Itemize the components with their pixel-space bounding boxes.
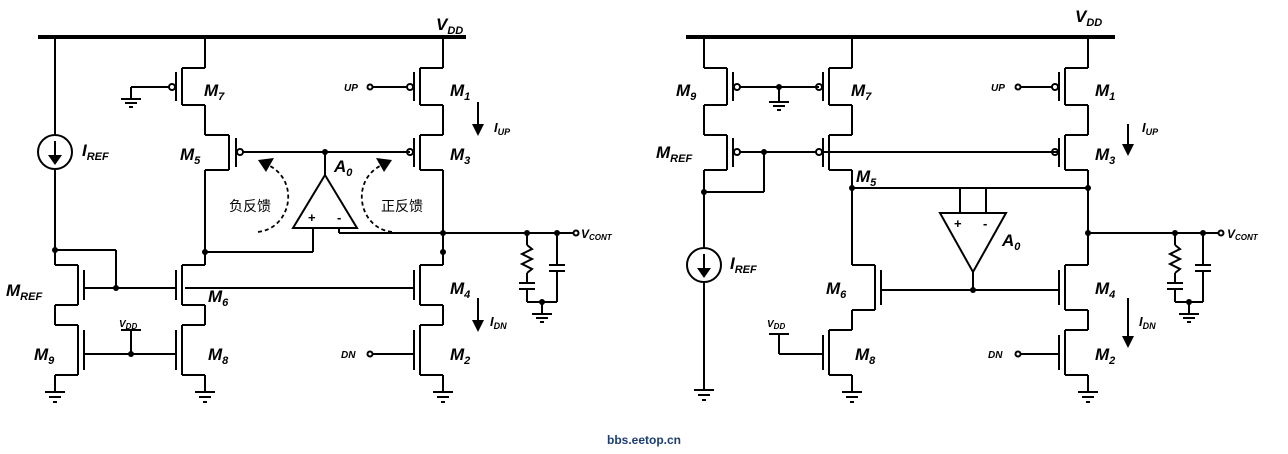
right-opamp-plus: + xyxy=(954,216,962,231)
right-iref-arrowhead-icon xyxy=(697,268,711,278)
right-m4-label: M4 xyxy=(1095,279,1115,301)
left-circuit-wires xyxy=(38,35,580,403)
left-iref-label: IREF xyxy=(82,141,109,163)
left-vdd-small-label: VDD xyxy=(119,319,137,331)
left-idn-arrow-icon xyxy=(472,320,484,332)
left-m1-label: M1 xyxy=(450,81,470,103)
left-mref-label: MREF xyxy=(6,281,42,303)
left-m4-label: M4 xyxy=(450,279,470,301)
right-up-label: UP xyxy=(991,83,1005,94)
junction-dots xyxy=(52,84,1206,357)
neg-feedback-arrowhead-icon xyxy=(258,158,274,172)
pos-feedback-arrowhead-icon xyxy=(376,158,392,172)
right-circuit-wires xyxy=(686,35,1225,403)
left-m6-label: M6 xyxy=(208,287,229,309)
right-iup-label: IUP xyxy=(1142,120,1159,137)
negative-feedback-label: 负反馈 xyxy=(229,199,271,215)
left-opamp-minus: - xyxy=(337,210,341,225)
right-vcont-label: VCONT xyxy=(1227,227,1259,242)
right-opamp-icon xyxy=(938,212,1008,275)
right-dn-label: DN xyxy=(988,350,1003,361)
left-idn-label: IDN xyxy=(490,314,507,331)
right-a0-label: A0 xyxy=(1001,231,1021,253)
left-opamp-icon xyxy=(291,173,359,229)
right-opamp-minus: - xyxy=(983,216,987,231)
left-m9-label: M9 xyxy=(34,345,55,367)
left-m7-label: M7 xyxy=(204,81,225,103)
right-m5-label: M5 xyxy=(856,167,877,189)
right-m2-label: M2 xyxy=(1095,345,1115,367)
left-vcont-label: VCONT xyxy=(581,227,613,242)
left-m3-label: M3 xyxy=(450,145,470,167)
left-iref-arrowhead-icon xyxy=(48,155,62,165)
right-m8-label: M8 xyxy=(855,345,876,367)
right-idn-arrow-icon xyxy=(1122,336,1134,348)
right-iref-source-icon xyxy=(686,247,722,283)
watermark-text: bbs.eetop.cn xyxy=(607,433,681,447)
right-mref-label: MREF xyxy=(656,143,692,165)
right-vdd-label: VDD xyxy=(1075,7,1102,29)
right-m9-label: M9 xyxy=(676,81,697,103)
left-m8-label: M8 xyxy=(208,345,229,367)
right-m7-label: M7 xyxy=(851,81,872,103)
left-up-label: UP xyxy=(344,83,358,94)
right-vdd-small-label: VDD xyxy=(767,319,785,331)
neg-feedback-arrow-icon xyxy=(257,164,290,233)
right-iup-arrow-icon xyxy=(1122,144,1134,156)
right-idn-label: IDN xyxy=(1139,314,1156,331)
left-m2-label: M2 xyxy=(450,345,470,367)
right-m1-label: M1 xyxy=(1095,81,1115,103)
left-iup-label: IUP xyxy=(494,120,511,137)
left-vdd-label: VDD xyxy=(436,15,463,37)
left-dn-label: DN xyxy=(341,350,356,361)
left-iup-arrow-icon xyxy=(472,124,484,136)
left-iref-source-icon xyxy=(37,134,73,170)
positive-feedback-label: 正反馈 xyxy=(381,199,423,215)
right-m6-label: M6 xyxy=(826,279,847,301)
left-m5-label: M5 xyxy=(180,145,201,167)
right-iref-label: IREF xyxy=(730,254,757,276)
left-a0-label: A0 xyxy=(333,157,353,179)
left-opamp-plus: + xyxy=(308,210,316,225)
pos-feedback-arrow-icon xyxy=(360,164,393,233)
right-m3-label: M3 xyxy=(1095,145,1115,167)
